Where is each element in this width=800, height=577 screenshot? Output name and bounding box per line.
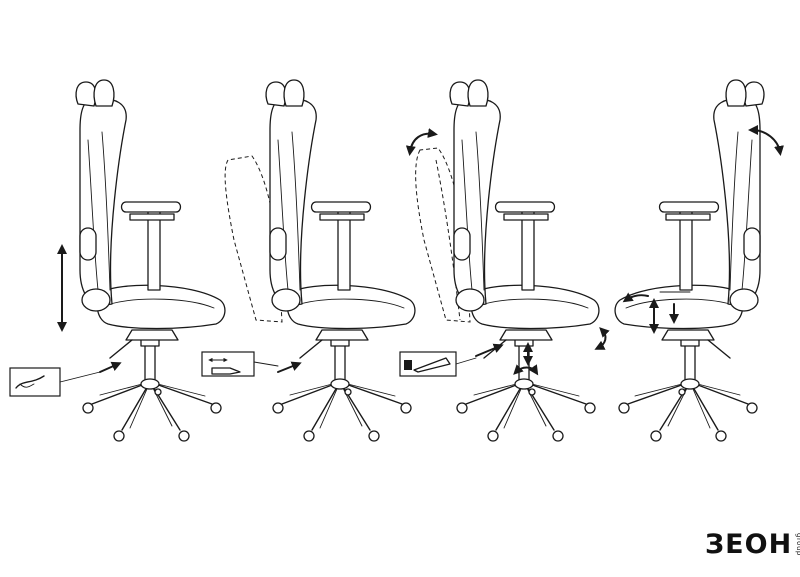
- logo-subtext: group: [795, 532, 800, 556]
- panel-armrest-adjust: [615, 80, 784, 441]
- panel-seat-height: [9, 80, 225, 441]
- lever-lift-icon: [9, 367, 101, 397]
- armrest-arrows-icon: [622, 291, 691, 334]
- logo-text: ЗЕОН: [705, 528, 793, 560]
- lever-lock-icon: [399, 351, 477, 377]
- panel-backrest-recline: [399, 80, 610, 441]
- panel-back-tilt-lock: [201, 80, 415, 441]
- brand-logo: ЗЕОН group: [705, 528, 800, 560]
- lever-slide-icon: [201, 351, 279, 377]
